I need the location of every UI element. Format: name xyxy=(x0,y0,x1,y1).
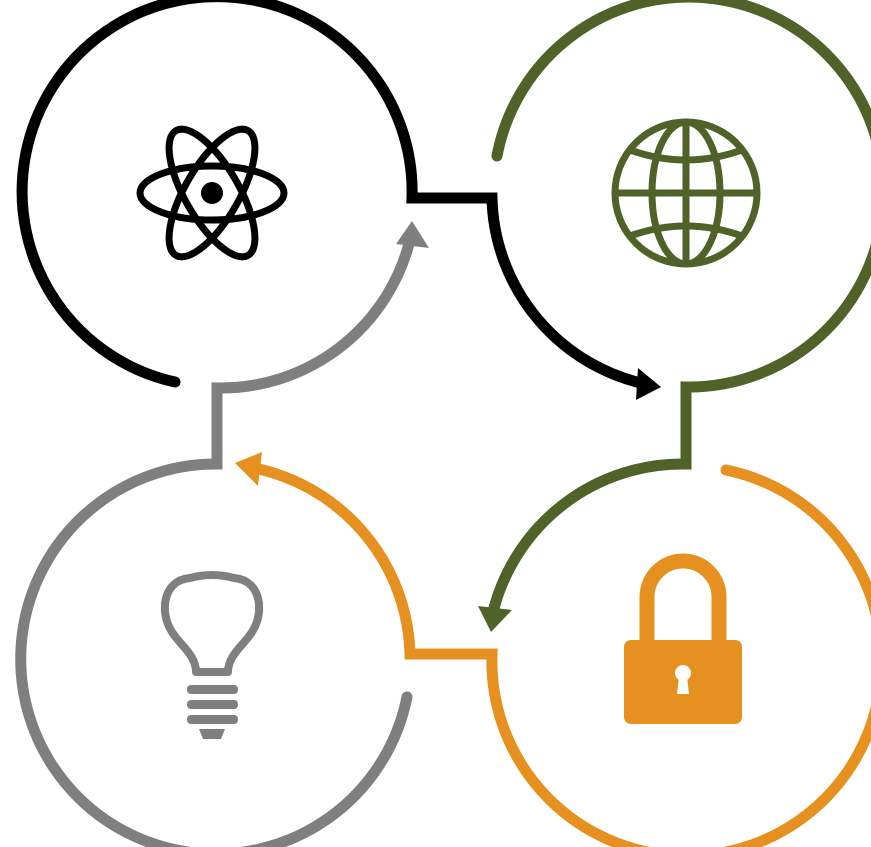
padlock-icon xyxy=(624,553,742,724)
node-science xyxy=(16,0,661,400)
security-ring xyxy=(248,462,871,847)
lightbulb-icon xyxy=(160,571,264,739)
node-global xyxy=(478,0,871,632)
security-arrowhead xyxy=(235,452,262,486)
global-ring xyxy=(487,0,871,618)
science-arrowhead xyxy=(636,368,661,400)
node-idea xyxy=(15,221,429,847)
science-ring xyxy=(16,0,656,391)
idea-ring xyxy=(15,234,416,847)
idea-arrowhead xyxy=(396,221,429,248)
globe-icon xyxy=(611,118,761,268)
node-security xyxy=(235,452,871,847)
global-arrowhead xyxy=(478,606,512,632)
atom-icon xyxy=(136,125,288,261)
